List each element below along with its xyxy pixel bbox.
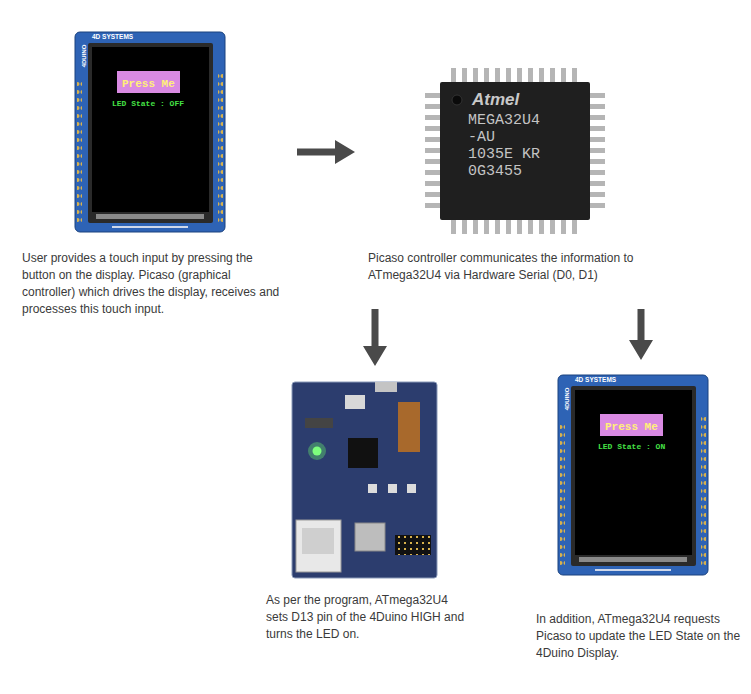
screen-text: LED State : OFF <box>112 100 184 108</box>
button <box>407 484 416 493</box>
pin-row <box>77 78 82 224</box>
caption-text: Picaso controller communicates the infor… <box>368 250 660 284</box>
button-label: Press Me <box>122 78 175 90</box>
4duino-board <box>292 382 437 578</box>
button <box>368 484 377 493</box>
display-board <box>75 32 225 232</box>
led <box>313 447 322 456</box>
chip-marking-text: MEGA32U4 -AU 1035E KR 0G3455 <box>468 112 545 180</box>
chip <box>425 68 605 234</box>
flow-arrow <box>629 309 653 360</box>
screen-text: LED State : ON <box>598 443 665 451</box>
pcb <box>75 32 225 232</box>
chip-pins <box>448 68 582 82</box>
chip-body <box>440 82 590 220</box>
pin-row <box>218 72 223 224</box>
flow-arrow <box>363 309 387 366</box>
component <box>305 418 333 428</box>
flow-arrow <box>297 140 355 164</box>
step-panel: As per the program, ATmega32U4 sets D13 … <box>264 378 474 649</box>
chip-pins <box>448 220 582 234</box>
chip-logo: Atmel <box>472 91 519 108</box>
step-panel: Picaso controller communicates the infor… <box>366 62 706 290</box>
chip-pins <box>590 90 605 211</box>
button-label: Press Me <box>605 421 658 433</box>
brand-text: 4D SYSTEMS <box>92 34 133 41</box>
touch-button: Press Me <box>117 71 180 93</box>
ic <box>348 438 378 468</box>
led-glow <box>308 442 326 460</box>
screen <box>92 47 209 212</box>
caption-text: In addition, ATmega32U4 requests Picaso … <box>536 611 743 662</box>
flex-connector <box>398 402 420 452</box>
board-name: 4DUINO <box>564 388 570 411</box>
board-name: 4DUINO <box>81 45 87 68</box>
chip-pins <box>425 90 440 211</box>
screen-bezel <box>88 43 213 223</box>
button <box>388 484 397 493</box>
step-panel: User provides a touch input by pressing … <box>20 30 282 324</box>
chip-marking: MEGA32U4 -AU 1035E KR 0G3455 Atmel <box>440 82 590 220</box>
sd-slot <box>355 523 385 551</box>
usb-port <box>375 382 397 392</box>
touch-button: Press Me <box>600 414 663 436</box>
pcb <box>292 382 437 578</box>
flex-strip <box>96 214 204 219</box>
step-panel: In addition, ATmega32U4 requests Picaso … <box>533 372 745 668</box>
caption-text: User provides a touch input by pressing … <box>22 250 280 318</box>
wifi-module <box>296 520 341 572</box>
pin1-dot <box>452 95 462 105</box>
wifi-shield <box>302 528 334 554</box>
caption-text: As per the program, ATmega32U4 sets D13 … <box>266 592 470 643</box>
print-mark <box>112 226 188 228</box>
display-board <box>558 375 708 575</box>
component <box>345 395 365 409</box>
header-pins <box>395 535 431 555</box>
brand-text: 4D SYSTEMS <box>575 377 616 384</box>
